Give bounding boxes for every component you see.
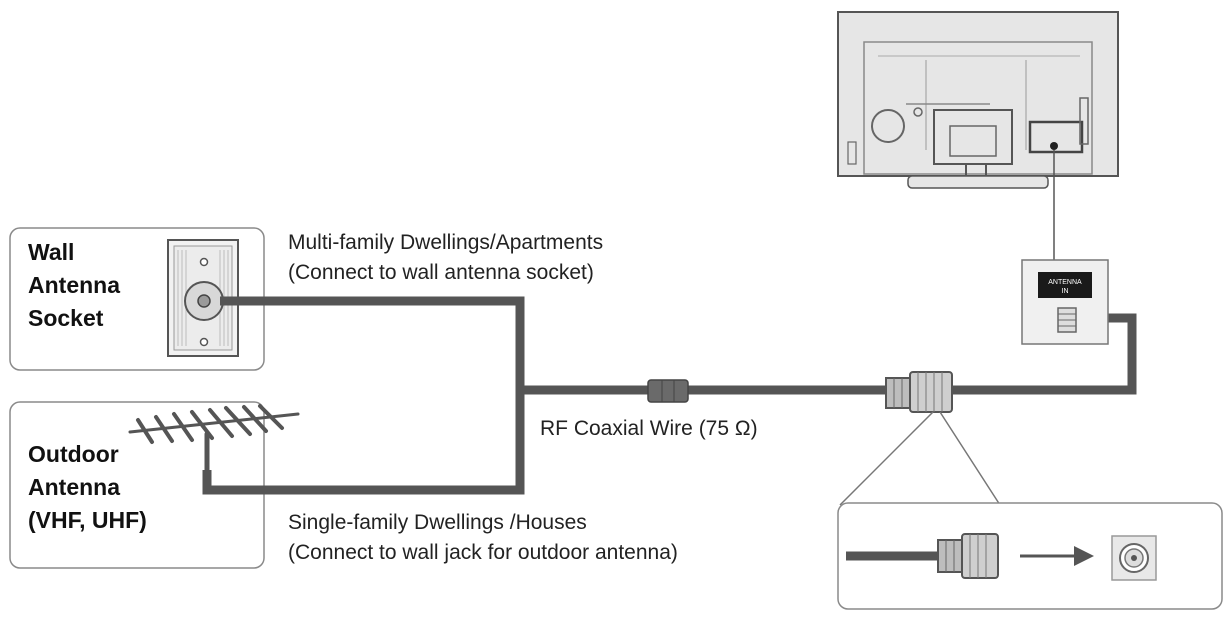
outdoor-antenna-box xyxy=(9,401,265,569)
outdoor-antenna-label-line1: Outdoor xyxy=(28,441,119,467)
wall-socket-label-line2: Antenna xyxy=(28,272,120,298)
detail-arrow-icon xyxy=(1074,546,1094,566)
antenna-in-port: ANTENNA IN xyxy=(1021,259,1109,345)
outdoor-antenna-label-line3: (VHF, UHF) xyxy=(28,507,147,533)
detail-callout-lines xyxy=(839,411,1001,506)
houses-title: Single-family Dwellings /Houses xyxy=(288,511,587,534)
coaxial-cable xyxy=(202,296,1137,495)
cable-label: RF Coaxial Wire (75 Ω) xyxy=(540,417,758,440)
apartments-title: Multi-family Dwellings/Apartments xyxy=(288,231,604,254)
detail-illustration xyxy=(846,533,1157,581)
apartments-note: (Connect to wall antenna socket) xyxy=(288,261,594,284)
f-connector-plug xyxy=(885,371,953,413)
outdoor-antenna-label-line2: Antenna xyxy=(28,474,120,500)
wall-socket-label-line3: Socket xyxy=(28,305,104,331)
cable-coupler xyxy=(647,379,689,403)
tv-back-panel xyxy=(837,11,1119,189)
antenna-in-label-line1: ANTENNA xyxy=(1048,279,1082,286)
tv-antenna-port-dot xyxy=(1050,142,1058,150)
houses-note: (Connect to wall jack for outdoor antenn… xyxy=(288,541,678,564)
outdoor-antenna-icon xyxy=(128,404,300,473)
antenna-in-label-line2: IN xyxy=(1062,288,1069,295)
wall-socket-label-line1: Wall xyxy=(28,239,75,265)
